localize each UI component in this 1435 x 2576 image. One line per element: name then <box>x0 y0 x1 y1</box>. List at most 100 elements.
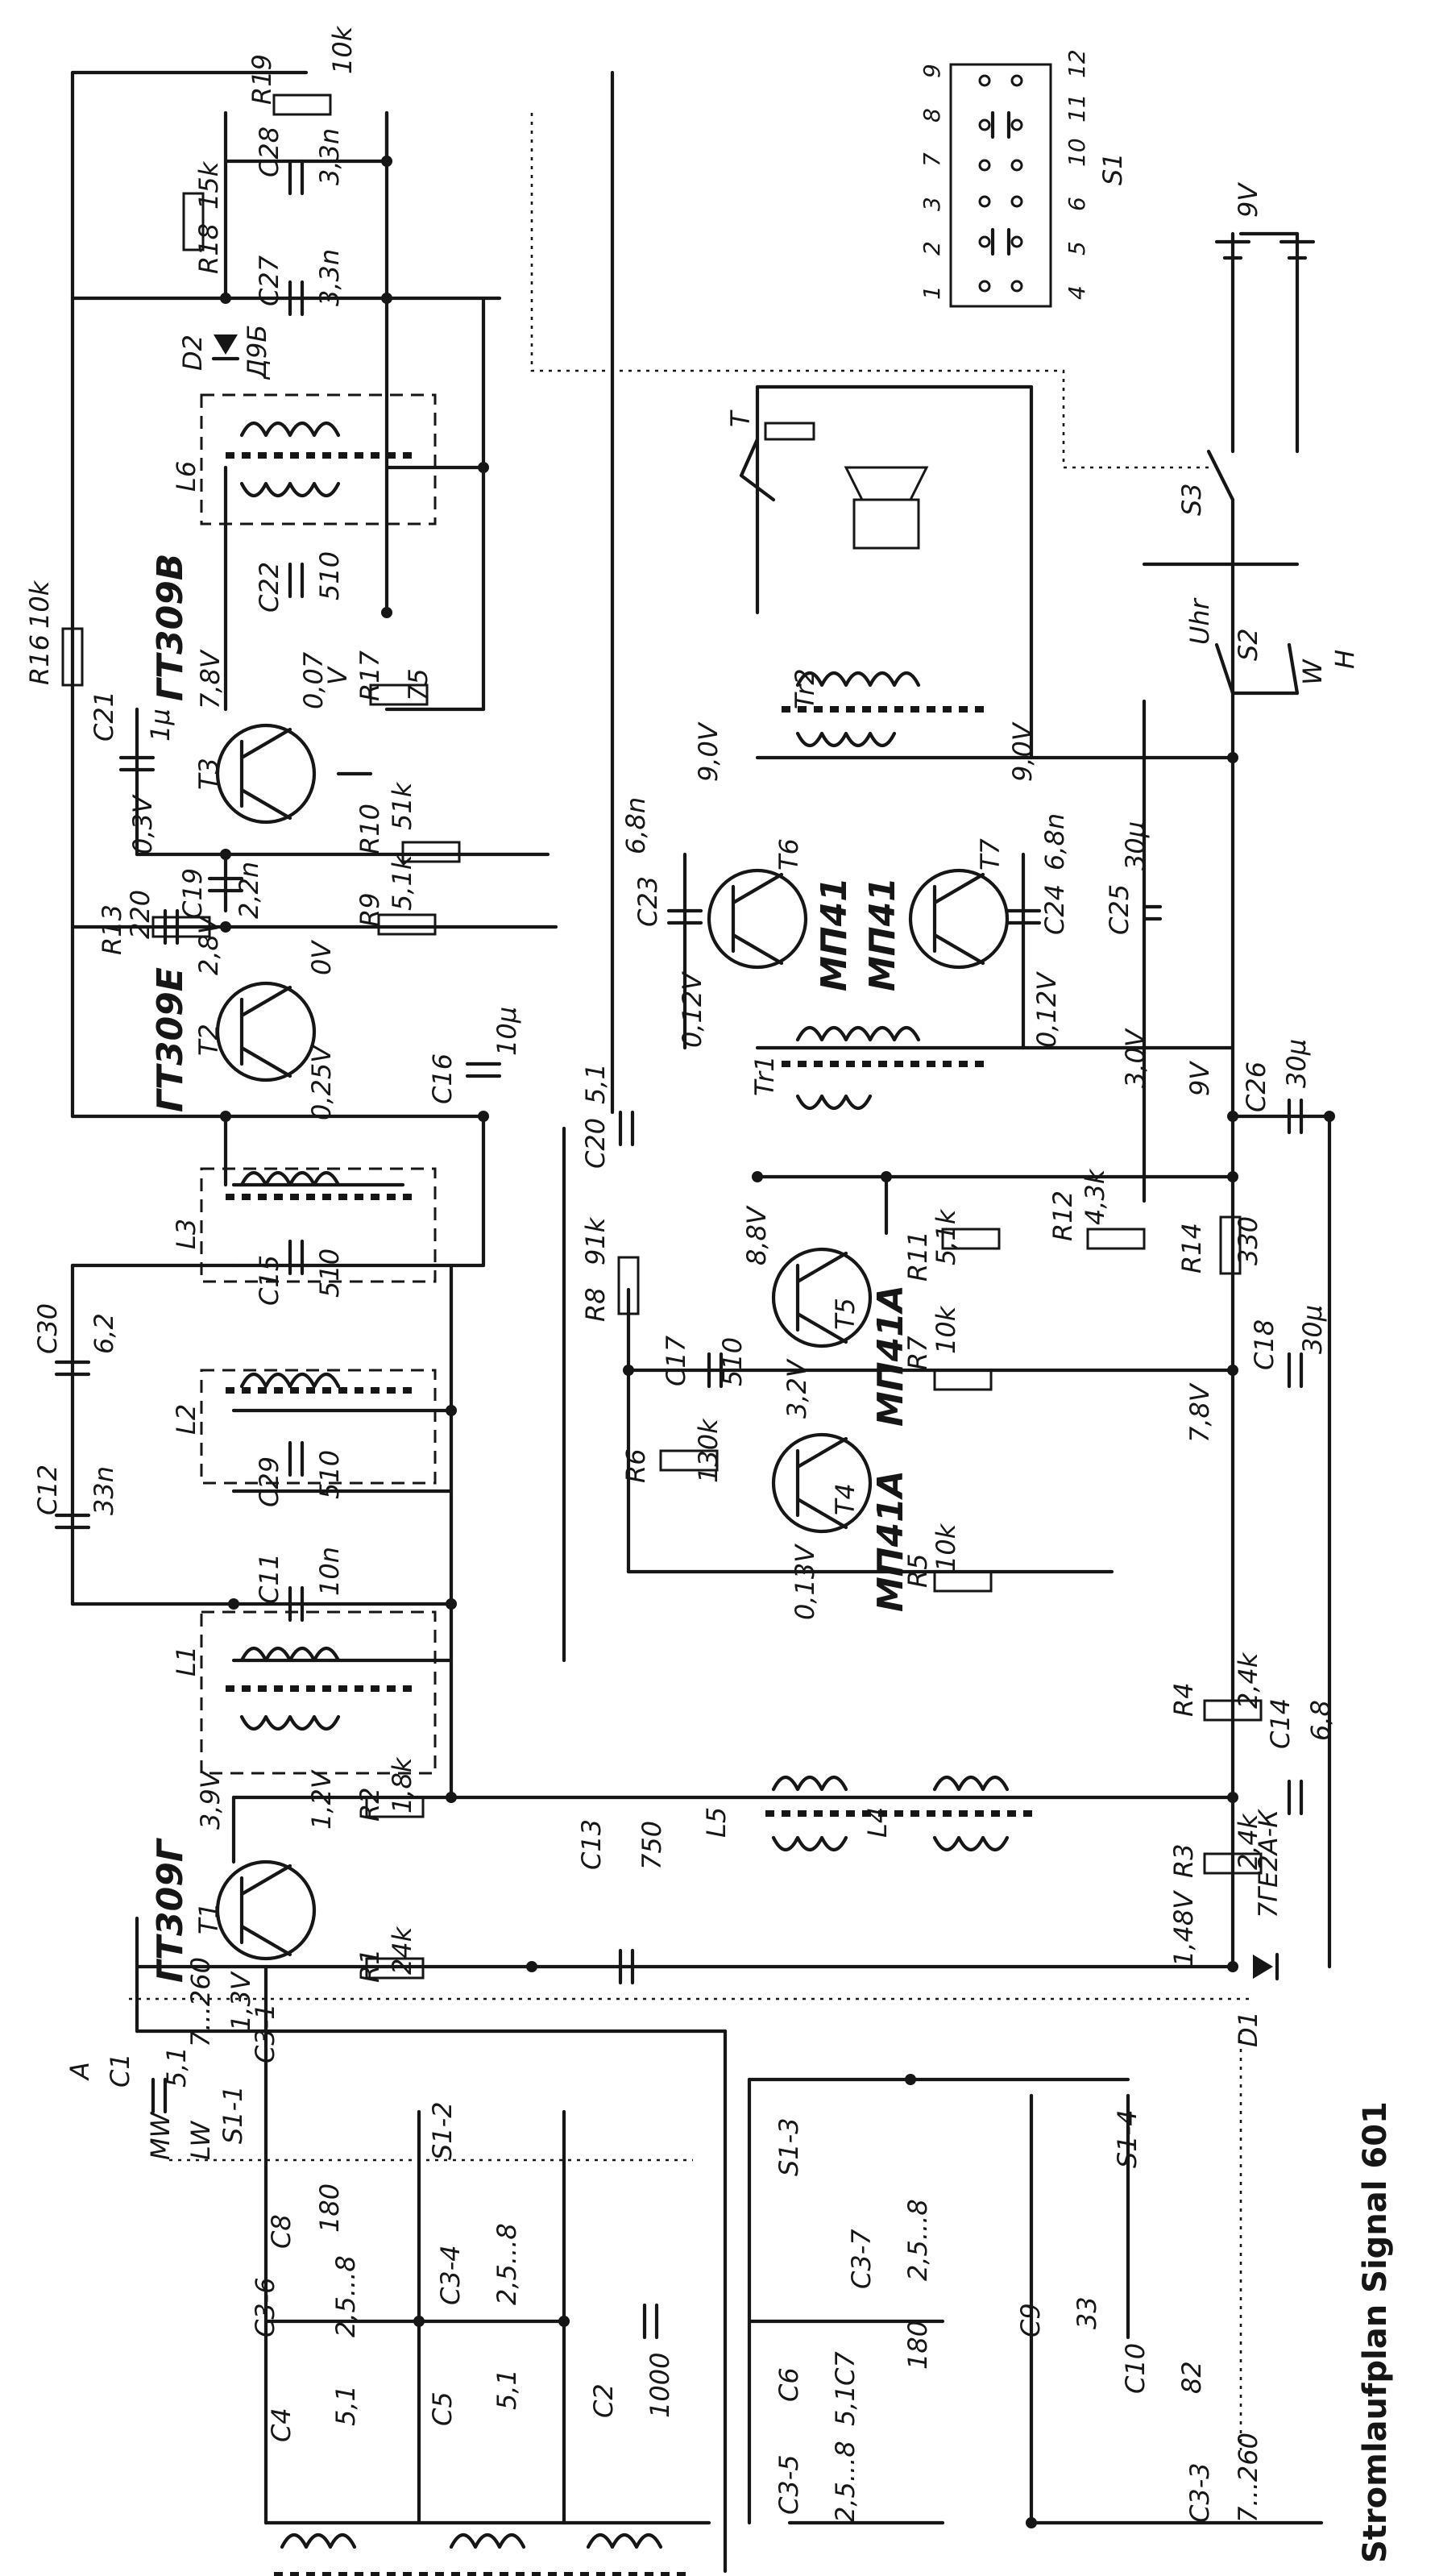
label-d2: D2 <box>177 334 208 371</box>
s1-pin-7: 7 <box>919 152 945 167</box>
diode-d2 <box>211 334 240 361</box>
label-c9: C7 <box>830 2351 861 2386</box>
value-r7: 10k <box>931 1305 961 1354</box>
label-c20: C21 <box>89 691 119 742</box>
value-c18: 30µ <box>1297 1305 1328 1354</box>
value-r17: 75 <box>403 668 433 701</box>
label-t7: T7 <box>975 837 1006 870</box>
value-r12: 5,1k <box>931 1208 961 1265</box>
value-c27: 3,3n <box>314 249 345 306</box>
label-l6: L6 <box>171 461 201 492</box>
transistor-t6 <box>707 868 808 970</box>
l3-shield <box>200 1167 437 1283</box>
label-c16: C16 <box>427 1053 458 1104</box>
ferrite-cores <box>226 452 1039 2576</box>
label-c1: C1 <box>105 2053 135 2088</box>
value-c19: 2,2n <box>234 862 264 919</box>
volt-t1-b: 1,3V <box>226 1971 256 2031</box>
value-c23: 6,8n <box>620 797 651 854</box>
label-c24: C24 <box>1039 884 1070 935</box>
label-c12: C14 <box>1265 1698 1296 1749</box>
value-c17: 510 <box>717 1337 748 1386</box>
value-c11: 750 <box>637 1821 667 1870</box>
diode-d1 <box>1253 1952 1279 1981</box>
s1-pin-1: 1 <box>919 285 945 300</box>
value-c10: 82 <box>1176 2361 1207 2394</box>
label-c22: C22 <box>254 562 284 613</box>
label-c11: C13 <box>576 1819 607 1870</box>
label-r1: R1 <box>355 1948 385 1983</box>
value-c4: 5,1 <box>330 2385 361 2426</box>
label-c3-5: C3-5 <box>773 2454 804 2515</box>
label-t4: T4 <box>830 1483 861 1515</box>
wiring <box>70 70 1332 2574</box>
label-c29: C29 <box>254 1456 284 1507</box>
label-r16: R16 <box>24 634 55 685</box>
value-c9: 180 <box>902 2320 933 2370</box>
label-lw: LW <box>185 2120 216 2160</box>
volt-t3-e: 0,07 <box>298 651 329 709</box>
value-c12: 6,8 <box>1305 1700 1336 1741</box>
label-t1: T1 <box>193 1902 224 1934</box>
label-s3: S3 <box>1176 483 1207 516</box>
value-r5: 10k <box>931 1523 961 1572</box>
label-c2: C2 <box>588 2383 619 2418</box>
label-r14: R14 <box>1176 1223 1207 1273</box>
value-c26: 30µ <box>1281 1039 1312 1088</box>
label-c3-4: C3-4 <box>435 2245 466 2305</box>
value-r18: 15k <box>193 160 224 210</box>
label-t2: T2 <box>193 1024 224 1056</box>
label-r8: R13 <box>97 904 127 955</box>
capacitor-symbols <box>54 159 1304 2340</box>
value-c3-5: 2,5...8 <box>830 2441 861 2523</box>
label-t6: T6 <box>773 838 804 870</box>
volt-148: 1,48V <box>1168 1890 1199 1967</box>
label-t5: T5 <box>830 1298 861 1330</box>
label-r7: R7 <box>902 1336 933 1370</box>
value-r8: 220 <box>125 890 156 939</box>
label-r10: R10 <box>355 804 385 854</box>
volt-t3-c: 7,8V <box>195 649 226 709</box>
value-r13: 4,3k <box>1080 1168 1110 1225</box>
volt-t4-b: 0,13V <box>790 1544 820 1620</box>
volt-t1-c: 3,9V <box>195 1769 226 1830</box>
value-r1: 24k <box>387 1926 417 1975</box>
value-r2: 1,8k <box>387 1756 417 1814</box>
value-c29: 510 <box>314 1450 345 1499</box>
s1-pin-12: 12 <box>1064 49 1090 78</box>
value-r11: 91k <box>580 1216 611 1265</box>
label-r5: R5 <box>902 1553 933 1588</box>
switch-s3-symbol <box>1206 449 1235 567</box>
type-d1: 7ГЕ2А-К <box>1253 1809 1284 1918</box>
label-antenna: A <box>64 2062 95 2081</box>
label-r11: R8 <box>580 1287 611 1322</box>
if-shields <box>200 393 437 1775</box>
s1-pin-8: 8 <box>919 108 945 123</box>
label-earphone: T <box>725 409 756 427</box>
value-c15: 510 <box>314 1249 345 1298</box>
label-l3: L3 <box>171 1219 201 1249</box>
label-c7: C9 <box>1015 2303 1046 2337</box>
s1-pin-10: 10 <box>1064 138 1090 167</box>
label-c26: C26 <box>1241 1062 1271 1112</box>
label-c23: C23 <box>632 876 663 927</box>
label-tr2: Tr2 <box>790 668 820 709</box>
value-c14: 33n <box>89 1466 119 1515</box>
battery-symbol <box>1214 231 1316 260</box>
label-t3: T3 <box>193 758 224 790</box>
labels: R19 10k C28 3,3n R18 15k C27 3,3n D2 Д9Б… <box>24 25 1394 2563</box>
label-uhr: Uhr <box>1184 597 1215 645</box>
l6-shield <box>200 393 437 526</box>
label-d1: D1 <box>1233 2011 1263 2047</box>
label-c3-6: C3-6 <box>250 2277 280 2337</box>
volt-t6-c: 9,0V <box>693 721 724 782</box>
diagram-title: Stromlaufplan Signal 601 <box>1357 2101 1394 2563</box>
s1-pin-4: 4 <box>1064 285 1090 300</box>
volt-t7-c: 9,0V <box>1007 721 1038 782</box>
type-t4: МП41А <box>870 1470 911 1612</box>
label-s1-2: S1-2 <box>427 2101 458 2160</box>
s1-pin-3: 3 <box>919 197 945 211</box>
transistor-t5 <box>771 1247 873 1348</box>
value-r4: 2,4k <box>1233 1652 1263 1709</box>
